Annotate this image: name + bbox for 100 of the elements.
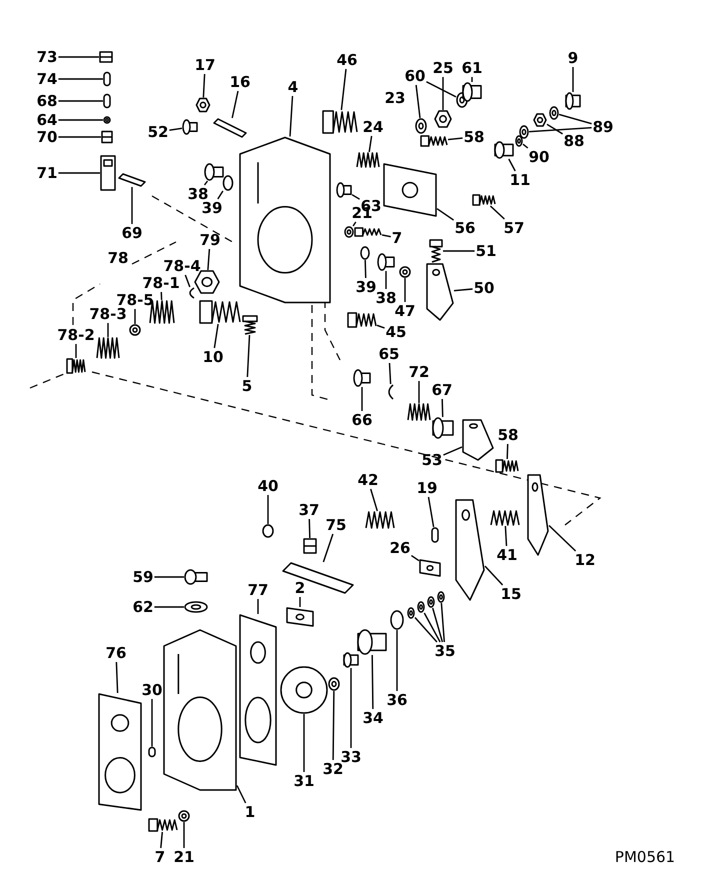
leader-line — [204, 180, 208, 186]
callout-number: 60 — [404, 68, 426, 84]
callout-number: 25 — [432, 60, 454, 76]
leader-line — [361, 387, 363, 411]
washer-drawing — [515, 135, 523, 147]
washer-drawing — [407, 607, 415, 619]
callout-number: 19 — [416, 480, 438, 496]
callout-number: 72 — [408, 364, 430, 380]
washer-drawing — [129, 324, 141, 336]
callout-number: 5 — [242, 378, 252, 394]
leader-line — [207, 248, 210, 270]
leader-line — [411, 555, 420, 562]
callout-number: 35 — [434, 643, 456, 659]
callout-number: 4 — [288, 79, 298, 95]
washer-drawing — [417, 601, 425, 613]
callout-number: 73 — [36, 49, 58, 65]
leader-line — [436, 208, 454, 221]
nut-drawing — [434, 110, 452, 128]
callout-number: 61 — [462, 60, 482, 76]
washer-drawing — [549, 106, 559, 120]
callout-number: 38 — [188, 186, 208, 202]
leader-line — [107, 323, 109, 337]
callout-number: 38 — [376, 290, 396, 306]
washer-drawing — [178, 810, 190, 822]
leader-line — [75, 344, 77, 358]
housing-drawing — [163, 629, 237, 791]
clip-drawing — [388, 384, 394, 400]
washer-drawing — [184, 601, 208, 613]
leader-line — [370, 488, 378, 512]
callout-number: 70 — [36, 129, 58, 145]
callout-number: 21 — [174, 849, 194, 865]
callout-number: 77 — [248, 582, 268, 598]
callout-number: 7 — [154, 849, 166, 865]
leader-line — [58, 56, 99, 58]
callout-number: 39 — [202, 200, 222, 216]
leader-line — [443, 250, 475, 252]
callout-number: 15 — [500, 586, 522, 602]
leader-line — [246, 334, 250, 378]
leader-line — [418, 381, 420, 403]
leader-line — [58, 119, 103, 121]
callout-number: 42 — [358, 472, 378, 488]
nut-drawing — [196, 98, 210, 112]
plug-drawing — [377, 253, 395, 271]
pin-drawing — [103, 72, 111, 86]
sleeve-drawing — [432, 417, 454, 439]
leader-line — [415, 84, 421, 118]
leader-line — [352, 222, 356, 226]
pin-drawing — [431, 527, 439, 543]
leader-line — [376, 324, 385, 329]
callout-number: 67 — [432, 382, 452, 398]
bolt-drawing — [199, 300, 241, 324]
leader-line — [154, 576, 184, 578]
leader-line — [257, 599, 259, 614]
callout-number: 56 — [454, 220, 476, 236]
leader-line — [442, 77, 444, 110]
leader-line — [426, 81, 456, 98]
leader-line — [214, 324, 219, 348]
drawing-code: PM0561 — [614, 849, 676, 865]
callout-number: 89 — [592, 119, 614, 135]
callout-number: 31 — [294, 773, 314, 789]
leader-line — [382, 234, 391, 238]
leader-line — [332, 691, 335, 760]
gasket-drawing — [239, 614, 277, 766]
washer-drawing — [399, 266, 411, 278]
callout-number: 65 — [378, 346, 400, 362]
plug-drawing — [182, 119, 198, 135]
leader-line — [267, 495, 269, 524]
shaft-drawing — [282, 562, 354, 594]
leader-line — [236, 785, 246, 804]
sleeve-drawing — [343, 652, 359, 668]
leader-line — [572, 67, 574, 92]
leader-line — [169, 128, 182, 131]
gasket-drawing — [98, 693, 142, 811]
bolt-drawing — [148, 818, 178, 832]
clip-drawing — [189, 287, 195, 299]
leader-line — [404, 278, 406, 302]
leader-line — [506, 444, 508, 460]
callout-number: 23 — [384, 90, 406, 106]
spring-drawing — [356, 152, 380, 168]
leader-line — [289, 96, 294, 137]
callout-number: 36 — [386, 692, 408, 708]
washer-drawing — [344, 226, 354, 238]
callout-number: 12 — [574, 552, 596, 568]
leader-line — [116, 662, 118, 694]
bolt-drawing — [472, 194, 496, 206]
callout-number: 45 — [386, 324, 406, 340]
callout-number: 78 — [108, 250, 128, 266]
callout-number: 41 — [496, 547, 518, 563]
leader-line — [303, 714, 305, 772]
callout-number: 33 — [340, 749, 362, 765]
leader-line — [131, 187, 133, 224]
leader-line — [154, 606, 184, 608]
leader-line — [322, 534, 334, 562]
leader-line — [350, 668, 352, 748]
nut-drawing — [533, 113, 547, 127]
callout-number: 68 — [36, 93, 58, 109]
spring-drawing — [365, 511, 395, 529]
leader-line — [364, 260, 366, 278]
callout-number: 1 — [244, 804, 256, 820]
washer-drawing — [437, 591, 445, 603]
